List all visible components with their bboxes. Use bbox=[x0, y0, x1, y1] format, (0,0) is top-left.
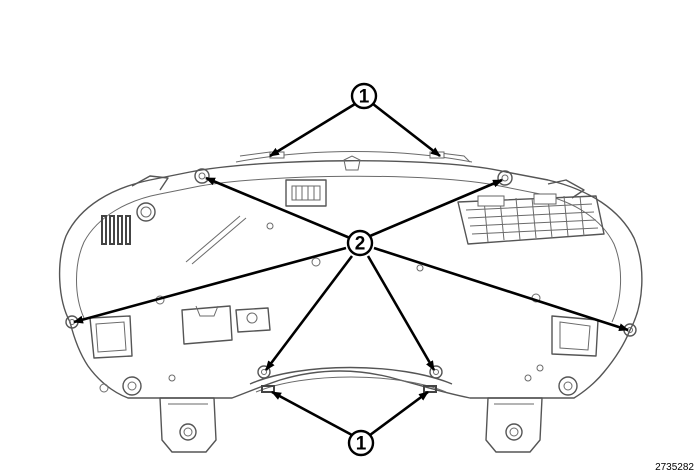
figure-id: 2735282 bbox=[655, 462, 694, 473]
leader-center-lower-right bbox=[366, 255, 436, 371]
screw-lower-left bbox=[257, 365, 271, 379]
lower-left-module bbox=[181, 305, 271, 345]
center-connector bbox=[285, 179, 327, 207]
screw-locations bbox=[65, 168, 637, 379]
callout-bottom-label: 1 bbox=[356, 434, 367, 455]
leader-top-right bbox=[372, 102, 441, 158]
screw-lower-right bbox=[429, 365, 443, 379]
lower-clip-right bbox=[423, 385, 437, 393]
leader-bottom-left bbox=[271, 390, 353, 437]
callout-center: 2 bbox=[346, 229, 374, 257]
leader-bottom-right bbox=[369, 390, 429, 437]
callout-center-label: 2 bbox=[355, 234, 366, 255]
leader-center-upper-left bbox=[205, 176, 351, 240]
screw-upper-right bbox=[497, 170, 513, 186]
leader-lines bbox=[73, 102, 629, 437]
callout-bottom: 1 bbox=[347, 429, 375, 457]
leader-center-upper-right bbox=[369, 178, 503, 238]
left-mounting-tab bbox=[159, 397, 217, 453]
callout-top: 1 bbox=[350, 82, 378, 110]
leader-center-lower-left bbox=[264, 255, 354, 371]
right-mounting-tab bbox=[485, 397, 543, 453]
leader-top-left bbox=[269, 102, 356, 158]
screw-upper-left bbox=[194, 168, 210, 184]
callout-top-label: 1 bbox=[359, 87, 370, 108]
main-connector bbox=[457, 193, 605, 245]
vent-slots bbox=[101, 215, 131, 245]
leader-center-outer-right bbox=[373, 246, 629, 332]
lower-clip-left bbox=[261, 385, 275, 393]
leader-center-outer-left bbox=[73, 246, 347, 324]
